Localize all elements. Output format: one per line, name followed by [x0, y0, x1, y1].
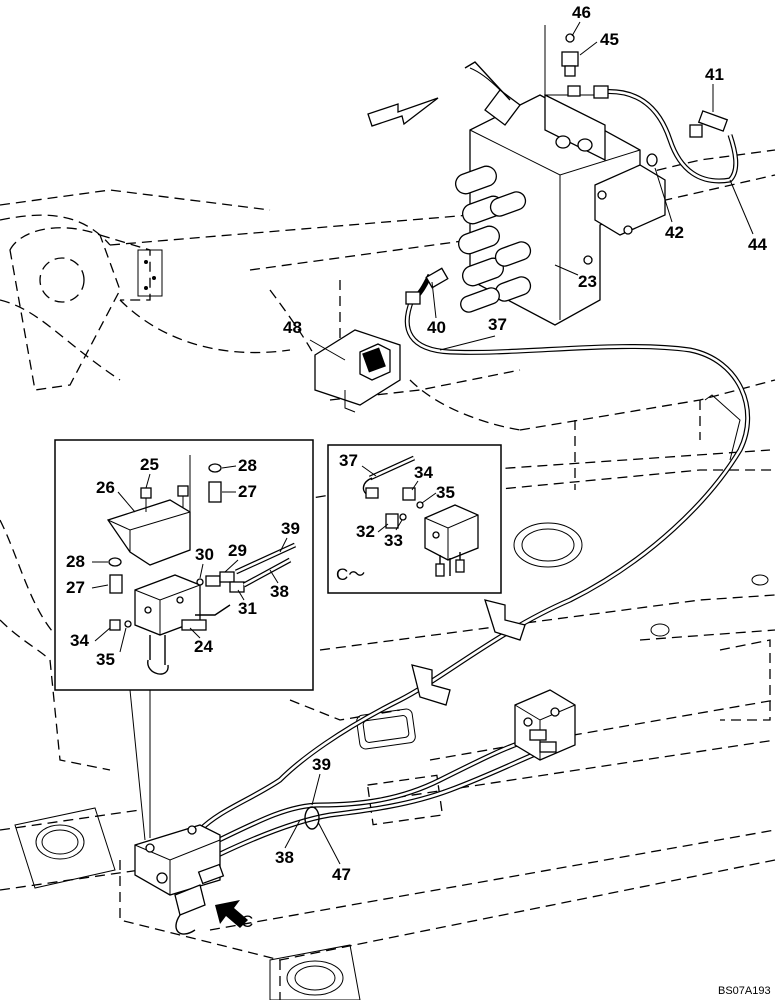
callout-labels: 46 45 41 42 44 23 40 37 48 39 38 47 C: [241, 3, 767, 931]
callout-27a: 27: [238, 482, 257, 501]
callout-35: 35: [96, 650, 115, 669]
callout-38: 38: [275, 848, 294, 867]
callout-37-detail: 37: [339, 451, 358, 470]
callout-35-detail: 35: [436, 483, 455, 502]
hoses-38-39: [213, 737, 541, 858]
hose-37: [198, 267, 751, 832]
hose-44: [593, 85, 739, 184]
callout-34-detail: 34: [414, 463, 433, 482]
callout-25: 25: [140, 455, 159, 474]
detail-right-labels: 37 34 35 32 33 C～: [336, 451, 455, 584]
callout-29: 29: [228, 541, 247, 560]
direction-arrow-icon: [367, 97, 439, 127]
callout-30: 30: [195, 545, 214, 564]
callout-48: 48: [283, 318, 302, 337]
detail-left-labels: 25 28 27 26 28 27 30 29 39 38 31 34 35 2…: [66, 455, 300, 669]
lower-switch-assembly: [134, 824, 225, 935]
callout-24: 24: [194, 637, 213, 656]
mount-pad-left: [14, 807, 116, 889]
chassis-frame: [0, 149, 776, 1000]
callout-42: 42: [665, 223, 684, 242]
view-c-label: C～: [336, 565, 365, 584]
callout-27b: 27: [66, 578, 85, 597]
callout-44: 44: [748, 235, 767, 254]
view-c-arrow-icon: [215, 900, 248, 928]
valve-spools: [455, 165, 532, 313]
callout-45: 45: [600, 30, 619, 49]
detail-box-left: [54, 439, 314, 841]
view-c-marker: C: [241, 912, 253, 931]
callout-46: 46: [572, 3, 591, 22]
callout-26: 26: [96, 478, 115, 497]
drawing-reference-code: BS07A193: [718, 985, 771, 997]
control-valve-assembly: [455, 61, 666, 326]
callout-32: 32: [356, 522, 375, 541]
callout-39: 39: [312, 755, 331, 774]
callout-41: 41: [705, 65, 724, 84]
bracket-48: [314, 329, 401, 413]
callout-34: 34: [70, 631, 89, 650]
mount-pad-bottom: [269, 944, 361, 1000]
pilot-block: [514, 689, 576, 761]
callout-39-detail: 39: [281, 519, 300, 538]
hose-brackets: [411, 599, 526, 706]
callout-leaders: [284, 21, 754, 865]
callout-33: 33: [384, 531, 403, 550]
callout-47: 47: [332, 865, 351, 884]
callout-40: 40: [427, 318, 446, 337]
callout-28a: 28: [238, 456, 257, 475]
mount-pad-right: [513, 522, 769, 637]
detail-box-right: [327, 444, 502, 594]
callout-31: 31: [238, 599, 257, 618]
callout-28b: 28: [66, 552, 85, 571]
callout-37: 37: [488, 315, 507, 334]
callout-23: 23: [578, 272, 597, 291]
callout-38-detail: 38: [270, 582, 289, 601]
fitting-45: [544, 25, 598, 97]
